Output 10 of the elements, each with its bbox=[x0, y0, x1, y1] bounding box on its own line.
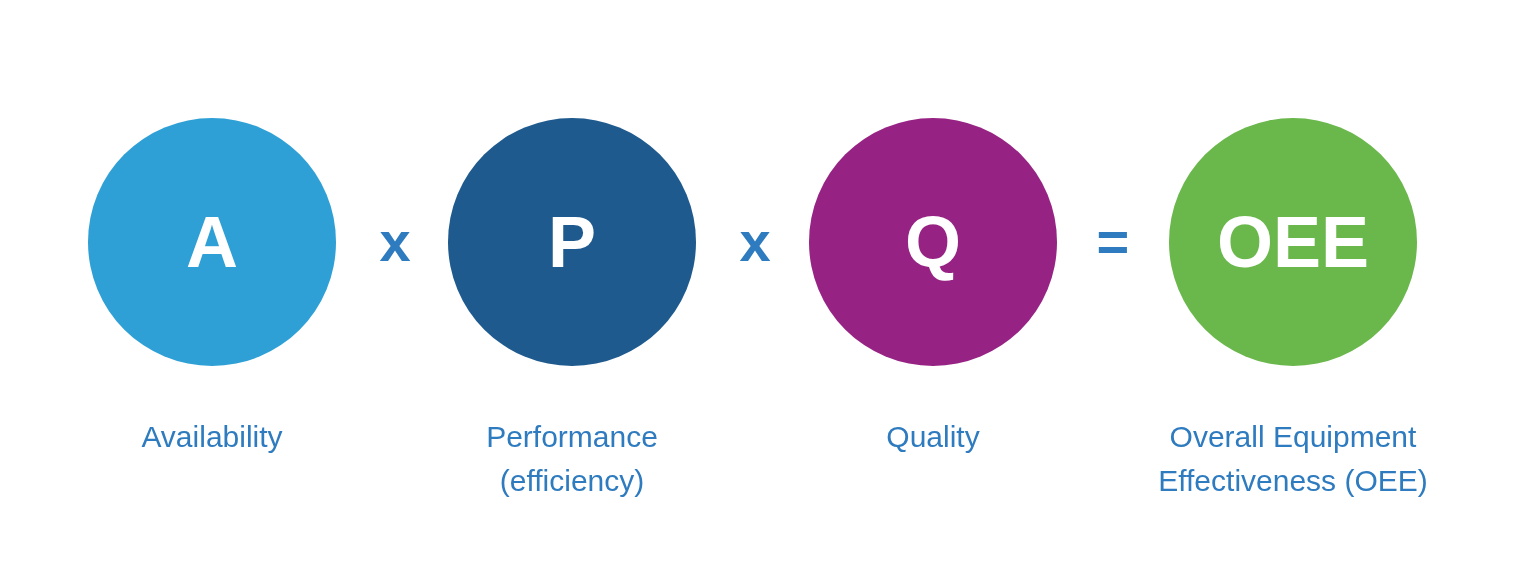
equals-sign: = bbox=[1096, 214, 1130, 270]
circle-letter: A bbox=[186, 206, 238, 278]
node-label: Overall Equipment Effectiveness (OEE) bbox=[1157, 419, 1429, 499]
circle-letter: OEE bbox=[1216, 206, 1370, 278]
circle-letter: P bbox=[548, 206, 596, 278]
node-label: Quality bbox=[885, 419, 981, 455]
node-label: Performance (efficiency) bbox=[485, 419, 659, 499]
multiplication-sign: x bbox=[379, 214, 411, 270]
node-label: Availability bbox=[140, 419, 284, 455]
multiplication-sign: x bbox=[739, 214, 771, 270]
